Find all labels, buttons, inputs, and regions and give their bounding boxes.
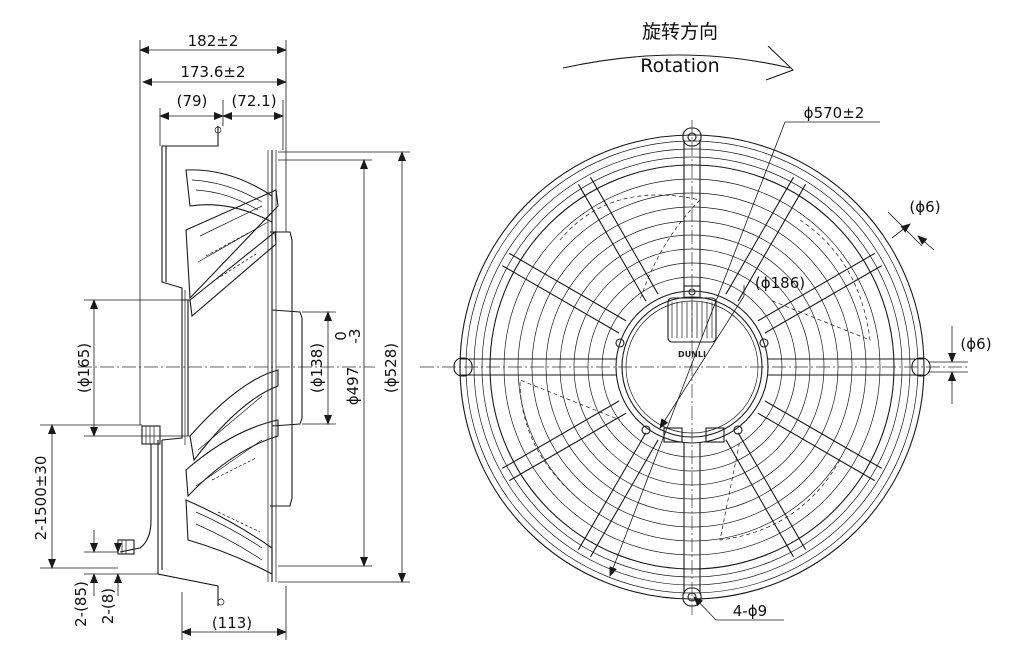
guard-spoke: [577, 184, 647, 302]
guard-spoke: [725, 177, 794, 295]
overall-width-dim: 182±2: [188, 32, 239, 50]
guard-spoke: [737, 432, 807, 550]
housing-diameter-dim: (ϕ528): [382, 343, 400, 393]
rotation-label-cn: 旋转方向: [642, 21, 718, 43]
rotation-indicator: 旋转方向 Rotation: [562, 21, 795, 81]
mount-holes-dim: 4-ϕ9: [733, 602, 767, 620]
side-view: 182±2 173.6±2 (79) (72.1) (ϕ165) (ϕ138) …: [32, 32, 410, 640]
guard-spoke: [725, 439, 794, 557]
hub-diameter-dim: (ϕ165): [75, 343, 93, 393]
guard-spoke: [502, 265, 620, 334]
bracket-b-dim: 2-(8): [99, 588, 117, 624]
guard-spoke: [509, 412, 627, 482]
cable-gland: [117, 425, 161, 555]
mount-hole-top-dim: (ϕ6): [909, 198, 940, 216]
guard-spoke: [502, 400, 620, 469]
base-length-dim: (113): [212, 614, 252, 632]
blade-width-dim: 173.6±2: [180, 63, 245, 81]
motor-diameter-dim: (ϕ186): [755, 274, 805, 292]
cable-length-dim: 2-1500±30: [32, 456, 50, 541]
guard-spoke: [737, 184, 807, 302]
mount-struts: [453, 127, 931, 607]
motor: DUNLI: [615, 285, 769, 443]
blade-upper: [185, 169, 279, 318]
impeller-diameter-dim: ϕ497: [344, 367, 362, 406]
guard-spoke: [757, 252, 875, 322]
fan-housing: [157, 126, 225, 606]
blade-lower: [185, 369, 279, 575]
impeller-tol-upper: 0: [332, 331, 350, 341]
guard-diameter-dim: ϕ570±2: [804, 104, 865, 122]
guard-spoke: [757, 412, 875, 482]
inner-diameter-dim: (ϕ138): [308, 343, 326, 393]
front-guard: [267, 150, 303, 582]
guard-spoke: [764, 265, 882, 334]
impeller-tol-lower: -3: [346, 329, 364, 344]
rotation-arrow-icon: [562, 54, 791, 69]
guard-spoke: [509, 252, 627, 322]
guard-spoke: [590, 177, 659, 295]
rotation-label-en: Rotation: [640, 55, 719, 77]
guard-spokes: [502, 177, 882, 557]
bracket-a-dim: 2-(85): [72, 581, 90, 627]
offset-right-dim: (72.1): [231, 92, 276, 110]
front-view: DUNLI ϕ570±2 (ϕ6) (ϕ6) (ϕ186) 4-ϕ9: [420, 104, 992, 621]
mount-hole-right-dim: (ϕ6): [960, 335, 991, 353]
offset-left-dim: (79): [177, 92, 208, 110]
guard-spoke: [577, 432, 647, 550]
brand-logo: DUNLI: [678, 350, 706, 359]
guard-spoke: [590, 439, 659, 557]
guard-spoke: [764, 400, 882, 469]
